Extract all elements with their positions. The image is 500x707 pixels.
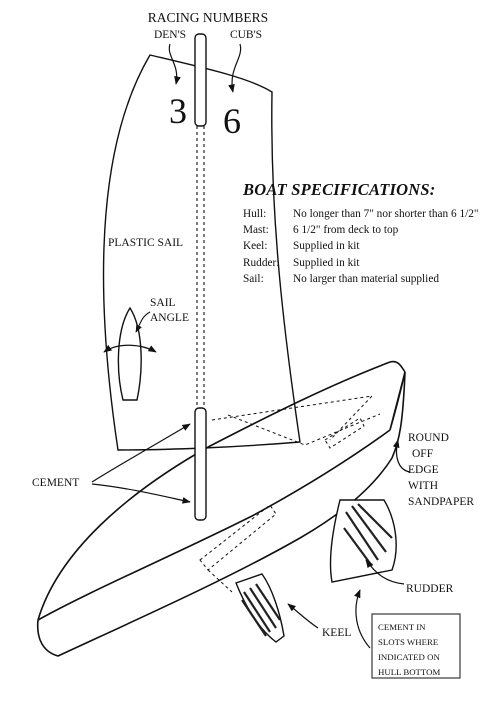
keel-label: KEEL <box>322 627 351 639</box>
cement-slots-box <box>371 613 461 679</box>
spec-row: Rudder: Supplied in kit <box>243 255 493 271</box>
cubs-label: CUB'S <box>230 29 262 41</box>
specs-title: BOAT SPECIFICATIONS: <box>243 180 436 199</box>
cubs-number: 6 <box>223 101 241 141</box>
svg-text:ANGLE: ANGLE <box>150 312 189 324</box>
spec-key: Hull: <box>243 208 267 220</box>
svg-text:HULL BOTTOM: HULL BOTTOM <box>378 667 440 677</box>
spec-value: No larger than material supplied <box>293 272 439 285</box>
cement-arrow-2 <box>91 483 191 504</box>
spec-row: Mast: 6 1/2" from deck to top <box>243 222 493 238</box>
spec-row: Keel: Supplied in kit <box>243 238 493 254</box>
spec-value: No longer than 7" nor shorter than 6 1/2… <box>293 208 479 220</box>
keel-arrow <box>287 603 319 629</box>
spec-value: Supplied in kit <box>293 256 360 269</box>
racing-numbers-label: RACING NUMBERS <box>148 10 268 25</box>
cement-slots-label: CEMENT IN SLOTS WHERE INDICATED ON HULL … <box>378 622 440 677</box>
svg-text:EDGE: EDGE <box>408 464 439 476</box>
sail-angle-arrow <box>135 311 151 333</box>
round-off-arrow <box>392 439 411 473</box>
round-off-label: ROUND OFF EDGE WITH SANDPAPER <box>408 432 474 508</box>
sail <box>102 54 301 451</box>
svg-text:CEMENT IN: CEMENT IN <box>378 622 426 632</box>
slot-outlines <box>199 395 381 593</box>
spec-value: 6 1/2" from deck to top <box>293 224 399 237</box>
spec-row: Hull: No longer than 7" nor shorter than … <box>243 206 493 222</box>
dens-arrow <box>168 43 181 85</box>
boat-specifications: BOAT SPECIFICATIONS: Hull: No longer than… <box>243 180 493 287</box>
spec-key: Keel: <box>243 240 268 253</box>
sail-angle-curve <box>103 344 157 353</box>
rudder-arrow <box>365 559 405 585</box>
plastic-sail-label: PLASTIC SAIL <box>108 237 183 249</box>
spec-key: Rudder: <box>243 256 280 269</box>
cement-arrow-1 <box>91 423 191 483</box>
mast-bottom <box>194 407 207 521</box>
svg-text:WITH: WITH <box>408 480 438 492</box>
keel <box>235 573 285 643</box>
cubs-arrow <box>228 43 242 93</box>
sail-angle-label: SAIL <box>150 297 176 309</box>
spec-row: Sail: No larger than material supplied <box>243 271 493 287</box>
spec-key: Sail: <box>243 272 264 285</box>
mast-top <box>194 33 207 127</box>
svg-text:SLOTS WHERE: SLOTS WHERE <box>378 637 438 647</box>
svg-text:SANDPAPER: SANDPAPER <box>408 496 474 508</box>
sail-angle-hull-icon <box>117 306 142 401</box>
spec-key: Mast: <box>243 224 269 237</box>
rudder-label: RUDDER <box>406 583 454 595</box>
cement-slots-arrow <box>354 589 371 649</box>
svg-text:INDICATED ON: INDICATED ON <box>378 652 440 662</box>
dens-label: DEN'S <box>154 29 186 41</box>
rudder <box>329 499 397 583</box>
spec-value: Supplied in kit <box>293 240 360 253</box>
cement-label: CEMENT <box>32 477 79 489</box>
dens-number: 3 <box>169 91 187 131</box>
svg-text:OFF: OFF <box>412 448 433 460</box>
specs-list: Hull: No longer than 7" nor shorter than … <box>243 206 493 287</box>
svg-text:ROUND: ROUND <box>408 432 449 444</box>
